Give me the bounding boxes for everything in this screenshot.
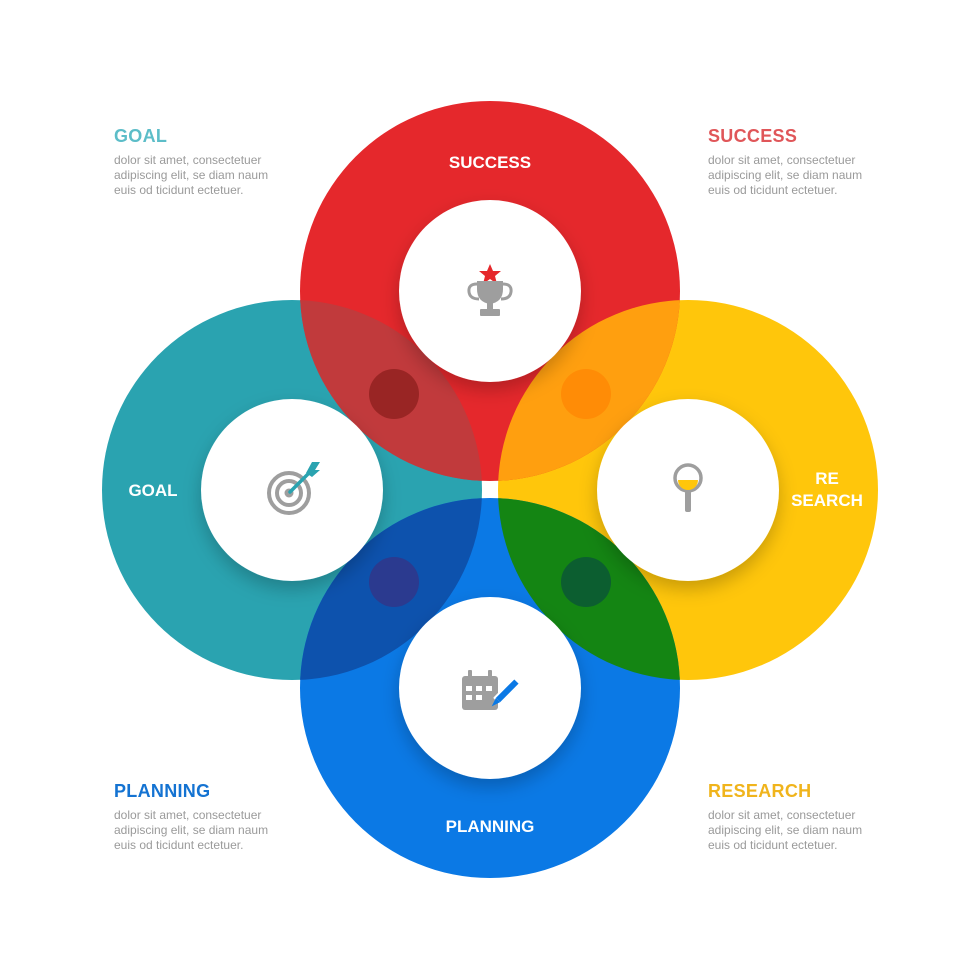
overlap-dot-planning-research — [561, 557, 611, 607]
success-panel: SUCCESS dolor sit amet, consectetuer adi… — [708, 126, 908, 198]
goal-panel-text: dolor sit amet, consectetuer adipiscing … — [114, 153, 269, 197]
research-ring-label-line2: SEARCH — [791, 491, 863, 510]
success-panel-text: dolor sit amet, consectetuer adipiscing … — [708, 153, 863, 197]
target-icon — [267, 462, 320, 515]
goal-panel-title: GOAL — [114, 126, 168, 146]
magnifier-icon — [673, 463, 703, 512]
overlap-dot-planning-goal — [369, 557, 419, 607]
research-panel-title: RESEARCH — [708, 781, 812, 801]
planning-panel: PLANNING dolor sit amet, consectetuer ad… — [114, 781, 314, 853]
success-panel-title: SUCCESS — [708, 126, 798, 146]
goal-panel: GOAL dolor sit amet, consectetuer adipis… — [114, 126, 314, 198]
research-panel-text: dolor sit amet, consectetuer adipiscing … — [708, 808, 863, 852]
planning-ring-label: PLANNING — [446, 817, 535, 836]
planning-panel-text: dolor sit amet, consectetuer adipiscing … — [114, 808, 269, 852]
calendar-pencil-icon — [462, 670, 521, 710]
planning-panel-title: PLANNING — [114, 781, 211, 801]
research-panel: RESEARCH dolor sit amet, consectetuer ad… — [708, 781, 908, 853]
overlap-dot-success-goal — [369, 369, 419, 419]
success-ring-label: SUCCESS — [449, 153, 531, 172]
research-ring-label-line1: RE — [815, 469, 839, 488]
goal-ring-label: GOAL — [128, 481, 177, 500]
trophy-icon — [467, 264, 513, 316]
overlap-dot-success-research — [561, 369, 611, 419]
